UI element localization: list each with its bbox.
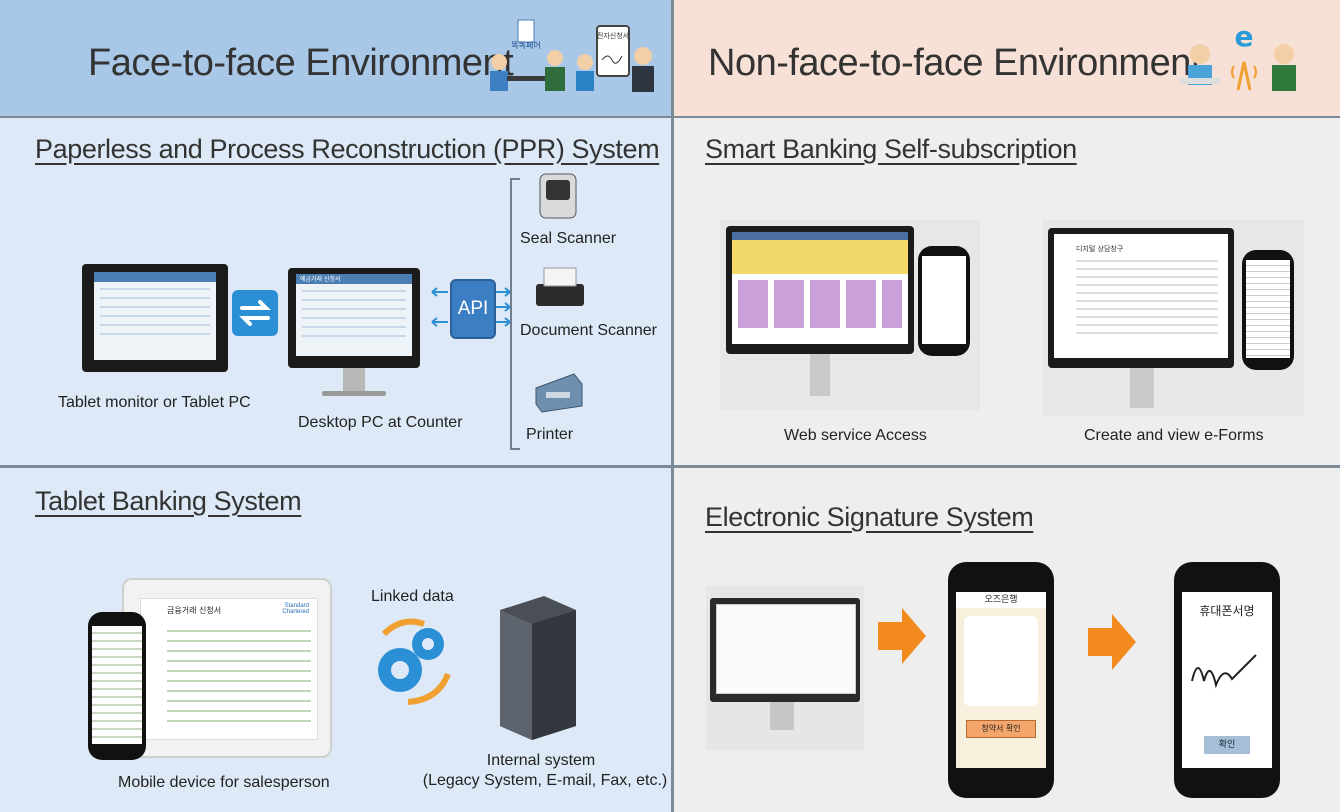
api-box: API [450, 279, 496, 339]
bank-teller-icon: 똑똑페어 전자신청서 [490, 19, 654, 92]
ppr-section-title: Paperless and Process Reconstruction (PP… [35, 134, 660, 164]
tablet-label: 전자신청서 [597, 31, 629, 40]
web-monitor [726, 226, 914, 354]
web-caption: Web service Access [784, 427, 927, 444]
eform-caption: Create and view e-Forms [1084, 427, 1264, 444]
salesperson-phone [88, 612, 146, 760]
gears-icon [378, 618, 451, 705]
esign-title: Electronic Signature System [705, 502, 1034, 532]
eform-monitor-stand [1130, 368, 1154, 408]
esign-phone-2: 휴대폰서명 확인 [1174, 562, 1280, 798]
device-bracket [510, 178, 520, 450]
arrow-2-icon [1088, 614, 1136, 670]
document-scanner-icon [536, 267, 584, 306]
device-label-document: Document Scanner [520, 322, 657, 339]
desktop-form-screen: 예금거래 신청서 [296, 274, 412, 356]
tablet-monitor [82, 264, 228, 372]
device-label-printer: Printer [526, 426, 574, 443]
internal-caption-2: (Legacy System, E-mail, Fax, etc.) [422, 772, 668, 789]
arrow-1-icon [878, 608, 926, 664]
tablet-form-screen [94, 272, 216, 360]
web-monitor-stand [810, 354, 830, 396]
eform-phone [1242, 250, 1294, 370]
printer-icon [535, 373, 583, 413]
phone2-confirm-button[interactable]: 확인 [1204, 736, 1250, 754]
smart-banking-title: Smart Banking Self-subscription [705, 134, 1077, 164]
e-letter-icon: e [1235, 20, 1254, 53]
tablet-form-screen-2: 금융거래 신청서 Standard Chartered [140, 598, 318, 740]
tablet-caption: Tablet monitor or Tablet PC [58, 394, 251, 411]
face-to-face-title: Face-to-face Environment [88, 42, 514, 84]
desktop-base [322, 391, 386, 396]
eform-monitor: 디지털 상담창구 [1048, 228, 1234, 368]
mobile-caption: Mobile device for salesperson [118, 774, 330, 791]
web-phone [918, 246, 970, 356]
sync-icon [232, 290, 278, 336]
column-divider [671, 0, 674, 812]
phone2-title: 휴대폰서명 [1199, 604, 1255, 618]
esign-phone-1: 오즈은행 청약서 확인 [948, 562, 1054, 798]
phone1-button[interactable]: 청약서 확인 [966, 720, 1036, 738]
seal-scanner-icon [539, 173, 577, 219]
tablet-device: 금융거래 신청서 Standard Chartered [122, 578, 332, 758]
esign-monitor [710, 598, 860, 702]
esign-monitor-stand [770, 702, 794, 730]
signature-icon [1191, 654, 1257, 689]
linked-data-label: Linked data [371, 588, 454, 605]
api-arrows [431, 287, 511, 327]
device-label-seal: Seal Scanner [520, 230, 617, 247]
non-face-to-face-title: Non-face-to-face Environment [708, 42, 1201, 84]
eform-screen: 디지털 상담창구 [1054, 234, 1228, 358]
phone1-header: 오즈은행 [956, 592, 1046, 608]
desktop-form-title: 예금거래 신청서 [296, 274, 412, 284]
desktop-caption: Desktop PC at Counter [298, 414, 463, 431]
web-screen [732, 232, 908, 344]
header-right [673, 0, 1340, 118]
desktop-monitor: 예금거래 신청서 [288, 268, 420, 368]
tablet-form-title: 금융거래 신청서 [167, 606, 222, 615]
desktop-stand [343, 368, 365, 392]
tablet-banking-title: Tablet Banking System [35, 486, 302, 516]
section-divider [0, 465, 1340, 468]
tablet-brand: Standard Chartered [282, 603, 309, 615]
eform-heading: 디지털 상담창구 [1076, 245, 1124, 253]
remote-user-icon: e [1180, 20, 1296, 91]
internal-caption-1: Internal system [486, 752, 596, 769]
sign-label: 똑똑페어 [511, 40, 540, 50]
server-icon [500, 596, 576, 740]
